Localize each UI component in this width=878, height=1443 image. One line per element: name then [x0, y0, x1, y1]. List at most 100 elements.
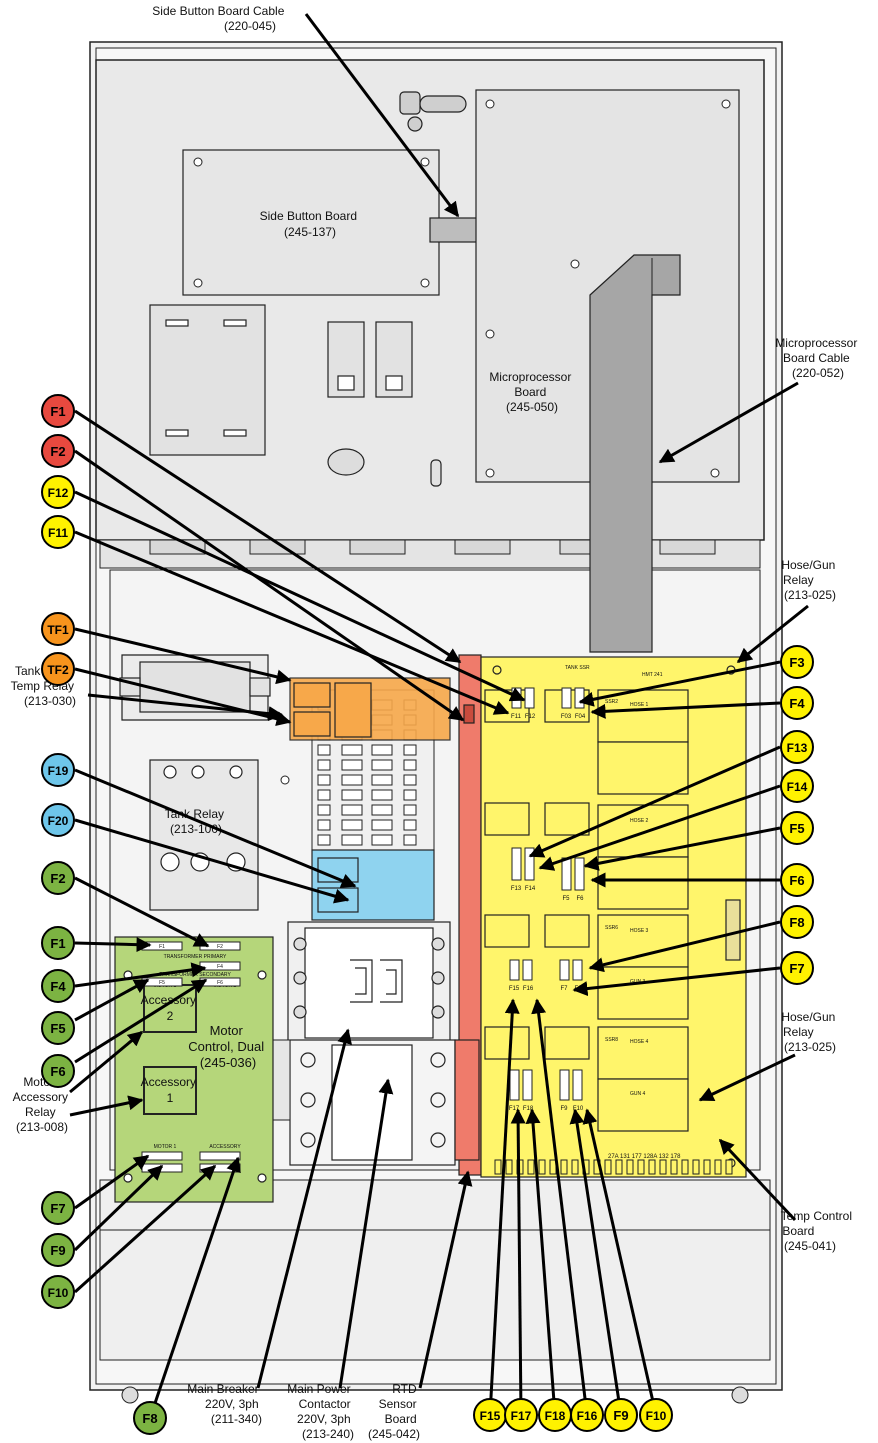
svg-text:F7: F7 [789, 961, 804, 976]
tank-relay: Tank Relay (213-100) [149, 759, 259, 911]
svg-text:F8: F8 [142, 1411, 157, 1426]
fuse-f6-text: F6 [576, 896, 584, 902]
fuse-f9-text: F9 [560, 1106, 568, 1112]
fuse-callout-left-green-f4: F4 [41, 969, 75, 1003]
fuse-callout-left-yellow-f11: F11 [41, 515, 75, 549]
svg-text:F12: F12 [48, 486, 69, 500]
hose-3-text: HOSE 3 [630, 928, 649, 934]
rtd-sensor-board [454, 654, 482, 1176]
microprocessor-board-label: Microprocessor Board (245-050) [489, 370, 574, 414]
svg-text:F8: F8 [789, 915, 804, 930]
fuse-f7-text: F7 [560, 986, 568, 992]
svg-text:F17: F17 [511, 1409, 532, 1423]
svg-text:F6: F6 [50, 1064, 65, 1079]
main-power-contactor-label: Main Power Contactor 220V, 3ph (213-240) [287, 1382, 354, 1441]
motor-1-bottom-text: MOTOR 1 [154, 1144, 177, 1150]
fuse-callout-left-red-f1: F1 [41, 394, 75, 428]
fuse-f14-text: F14 [525, 886, 536, 892]
side-button-board: Side Button Board (245-137) [182, 149, 440, 296]
svg-text:F16: F16 [577, 1409, 598, 1423]
tank-ssr-text: TANK SSR [565, 665, 590, 671]
hose-gun-relay-top-label: Hose/Gun Relay (213-025) [781, 558, 838, 602]
transformer-fuse-block [289, 677, 451, 741]
fuse-callout-left-green-f10: F10 [41, 1275, 75, 1309]
microprocessor-cable-label: Microprocessor Board Cable (220-052) [775, 336, 860, 380]
svg-text:F7: F7 [50, 1201, 65, 1216]
svg-text:F9: F9 [50, 1243, 65, 1258]
svg-text:F18: F18 [545, 1409, 566, 1423]
svg-text:F3: F3 [789, 655, 804, 670]
component-arrows [69, 13, 809, 1389]
svg-text:F2: F2 [50, 444, 65, 459]
fuse-callout-right-yellow-f7: F7 [780, 951, 814, 985]
svg-text:TF1: TF1 [47, 623, 69, 637]
mc-f6-text: F6 [217, 980, 223, 986]
fuse-callout-right-yellow-f4: F4 [780, 686, 814, 720]
fuse-callout-left-green-f6: F6 [41, 1054, 75, 1088]
door-components [149, 304, 442, 487]
hose-gun-relay-bottom-label: Hose/Gun Relay (213-025) [781, 1010, 838, 1054]
fuse-callout-left-green-f1: F1 [41, 926, 75, 960]
ssr8-text: SSR8 [605, 1037, 618, 1043]
accessory-bottom-text: ACCESSORY [209, 1144, 241, 1150]
terminal-row-text: 27A 131 177 128A 132 178 [608, 1154, 681, 1160]
fuse-f15-text: F15 [509, 986, 520, 992]
hose-4-text: HOSE 4 [630, 1039, 649, 1045]
svg-text:F10: F10 [646, 1409, 667, 1423]
latch [399, 91, 467, 132]
svg-text:F2: F2 [50, 871, 65, 886]
mc-f4-text: F4 [217, 964, 223, 970]
fuse-callout-left-blue-f20: F20 [41, 803, 75, 837]
fuse-callout-bottom-yellow-f17: F17 [504, 1398, 538, 1432]
svg-text:F13: F13 [787, 741, 808, 755]
fuse-callout-left-green-f9: F9 [41, 1233, 75, 1267]
mc-f2-text: F2 [217, 944, 223, 950]
temp-control-board: TANK SSR HMT 241 HOSE 1 HOSE 2 HOSE 3 GU… [480, 656, 747, 1178]
fuse-callout-left-blue-f19: F19 [41, 753, 75, 787]
temp-control-board-label: Temp Control Board (245-041) [781, 1209, 856, 1253]
ssr2-text: SSR2 [605, 699, 618, 705]
fuse-callout-bottom-green-f8: F8 [133, 1401, 167, 1435]
svg-text:F11: F11 [48, 526, 68, 540]
fuse-f11-text: F11 [511, 714, 522, 720]
svg-text:F5: F5 [789, 821, 804, 836]
fuse-callout-bottom-yellow-f16: F16 [570, 1398, 604, 1432]
svg-text:F19: F19 [48, 764, 69, 778]
fuse-callout-left-orange-tf1: TF1 [41, 612, 75, 646]
svg-text:F6: F6 [789, 873, 804, 888]
fuse-f13-text: F13 [511, 886, 522, 892]
fuse-f5-text: F5 [562, 896, 570, 902]
hmt-text: HMT 241 [642, 672, 663, 678]
fuse-f04-text: F04 [575, 714, 586, 720]
svg-text:F9: F9 [613, 1408, 628, 1423]
fuse-arrows [73, 409, 781, 1419]
fuse-callout-right-yellow-f13: F13 [780, 730, 814, 764]
fuse-callout-right-yellow-f6: F6 [780, 863, 814, 897]
fuse-callout-left-green-f7: F7 [41, 1191, 75, 1225]
blue-fuse-block [311, 849, 435, 921]
fuse-f12-text: F12 [525, 714, 536, 720]
side-button-board-label: Side Button Board (245-137) [260, 209, 361, 239]
fuse-callout-right-yellow-f5: F5 [780, 811, 814, 845]
svg-text:F5: F5 [50, 1021, 65, 1036]
svg-text:F4: F4 [789, 696, 805, 711]
svg-text:F15: F15 [480, 1409, 501, 1423]
svg-text:F10: F10 [48, 1286, 69, 1300]
hose-1-text: HOSE 1 [630, 702, 649, 708]
fuse-callout-bottom-yellow-f9: F9 [604, 1398, 638, 1432]
transformer-primary-text: TRANSFORMER PRIMARY [164, 954, 227, 960]
accessory-1-label: Accessory 1 [141, 1075, 200, 1105]
fuse-callout-left-yellow-f12: F12 [41, 475, 75, 509]
svg-text:TF2: TF2 [47, 663, 69, 677]
fuse-f03-text: F03 [561, 714, 572, 720]
fuse-callout-left-red-f2: F2 [41, 434, 75, 468]
fuse-callout-right-yellow-f14: F14 [780, 769, 814, 803]
mc-f5-text: F5 [159, 980, 165, 986]
svg-text:F1: F1 [50, 936, 65, 951]
svg-text:F1: F1 [50, 404, 65, 419]
fuse-callout-left-orange-tf2: TF2 [41, 652, 75, 686]
hose-2-text: HOSE 2 [630, 818, 649, 824]
side-button-cable-label: Side Button Board Cable (220-045) [152, 4, 287, 33]
fuse-callout-left-green-f5: F5 [41, 1011, 75, 1045]
